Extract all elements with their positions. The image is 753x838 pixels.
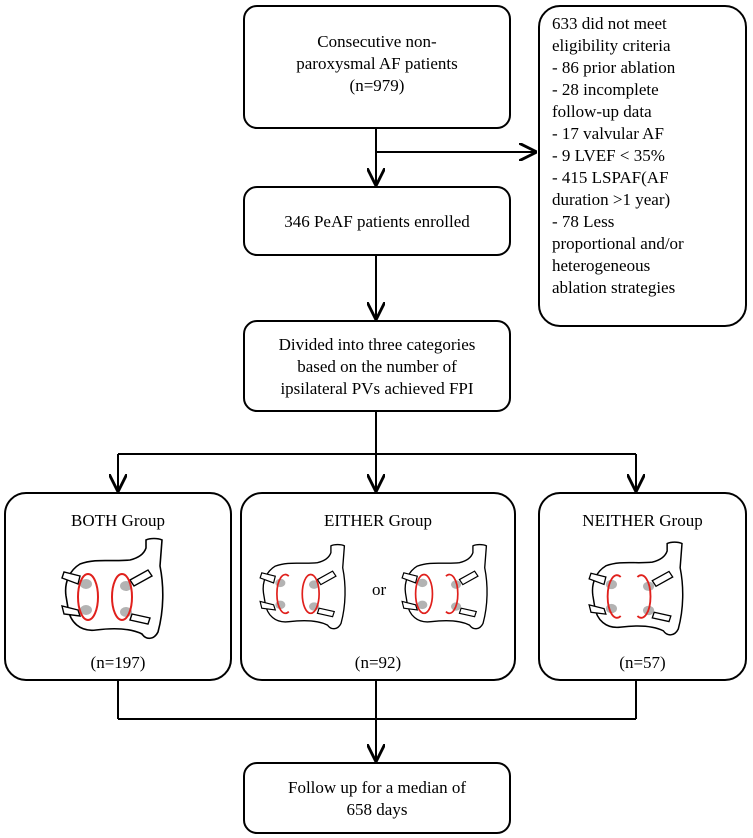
divided-line-3: ipsilateral PVs achieved FPI [280,379,474,398]
either-group-count: (n=92) [354,653,402,672]
both-group-box: BOTH Group (n=197) [4,492,232,681]
start-line-3: (n=979) [349,76,405,95]
both-group-title: BOTH Group [71,511,165,530]
excluded-box: 633 did not meet eligibility criteria - … [538,5,747,327]
followup-line-2: 658 days [346,800,408,819]
followup-box: Follow up for a median of 658 days [243,762,511,834]
excluded-line-8: - 415 LSPAF(AF [552,168,669,187]
excluded-line-3: - 86 prior ablation [552,58,676,77]
followup-line-1: Follow up for a median of [288,778,466,797]
neither-pv-diagram [588,541,684,636]
excluded-line-7: - 9 LVEF < 35% [552,146,665,165]
start-box: Consecutive non- paroxysmal AF patients … [243,5,511,129]
either-group-title: EITHER Group [323,511,433,530]
neither-group-title: NEITHER Group [582,511,703,530]
enrolled-box: 346 PeAF patients enrolled [243,186,511,256]
excluded-line-1: 633 did not meet [552,14,667,33]
either-pv-diagram-right [401,543,488,630]
divided-box: Divided into three categories based on t… [243,320,511,412]
excluded-line-9: duration >1 year) [552,190,671,209]
start-line-1: Consecutive non- [317,32,437,51]
excluded-line-4: - 28 incomplete [552,80,659,99]
neither-group-box: NEITHER Group (n=57) [538,492,747,681]
excluded-line-6: - 17 valvular AF [552,124,664,143]
divided-line-1: Divided into three categories [278,335,476,354]
excluded-line-2: eligibility criteria [552,36,671,55]
excluded-line-5: follow-up data [552,102,652,121]
both-group-count: (n=197) [90,653,146,672]
either-pv-diagram-left [259,543,346,630]
excluded-line-11: proportional and/or [552,234,684,253]
excluded-line-10: - 78 Less [552,212,615,231]
divided-line-2: based on the number of [297,357,457,376]
either-group-box: EITHER Group or [240,492,516,681]
excluded-line-13: ablation strategies [552,278,676,297]
start-line-2: paroxysmal AF patients [296,54,458,73]
neither-group-count: (n=57) [619,653,666,672]
either-or-label: or [372,580,387,599]
enrolled-text: 346 PeAF patients enrolled [284,212,470,231]
excluded-line-12: heterogeneous [552,256,651,275]
both-pv-diagram [61,537,164,640]
